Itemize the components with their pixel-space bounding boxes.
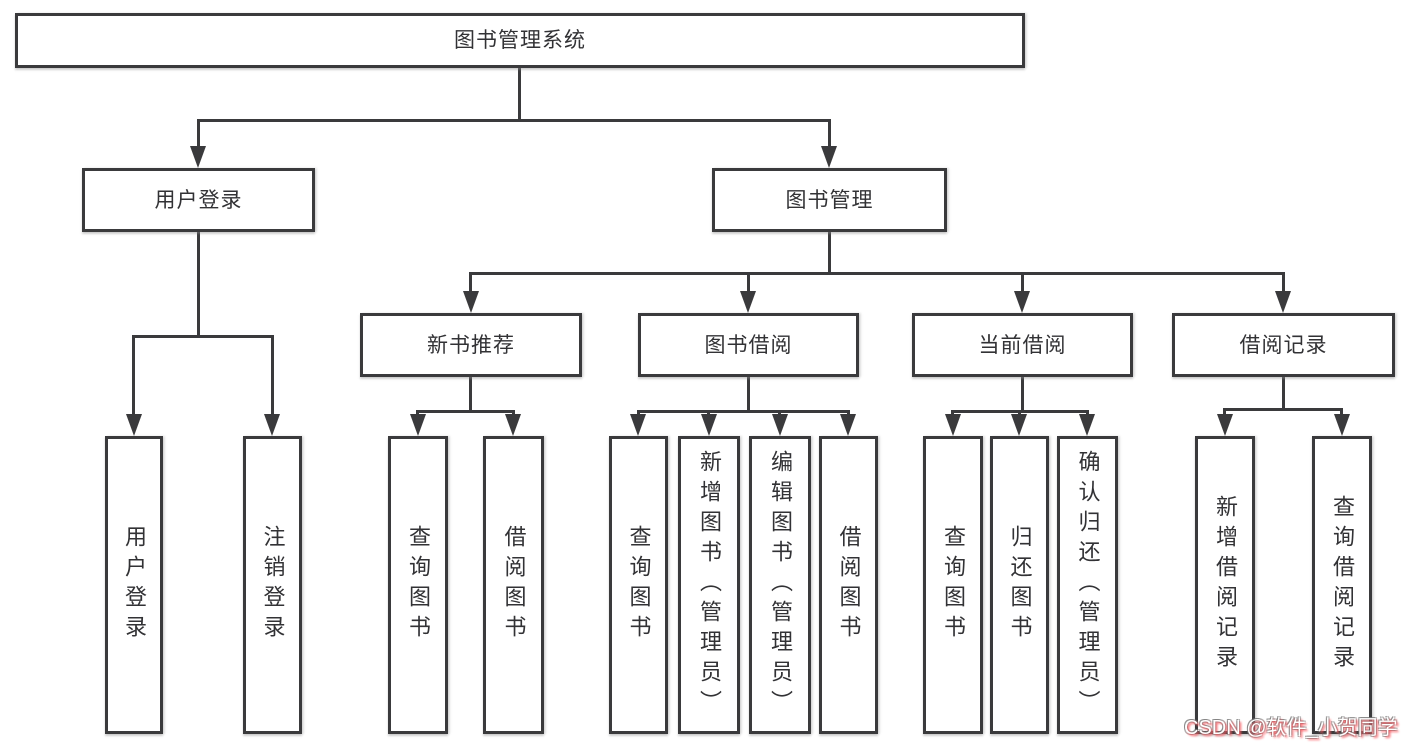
connector-line [1021,377,1024,410]
connector-line [132,335,274,338]
arrowhead [410,414,426,436]
node-label: 用户登录 [122,525,147,645]
node-label: 借阅图书 [836,525,862,645]
node-leaf-borrow-add: 新增图书（管理员） [678,436,740,734]
node-label: 用户登录 [154,188,243,212]
node-leaf-borrow-edit: 编辑图书（管理员） [749,436,811,734]
connector-line [416,410,419,417]
arrowhead [1275,291,1291,313]
node-label: 当前借阅 [978,333,1067,357]
arrowhead [1217,414,1233,436]
connector-line [1021,272,1024,293]
node-leaf-newbook-borrow: 借阅图书 [483,436,544,734]
arrowhead [840,414,856,436]
node-root: 图书管理系统 [15,13,1025,68]
connector-line [1282,272,1285,293]
node-label: 查询图书 [406,525,431,645]
node-leaf-records-query: 查询借阅记录 [1312,436,1372,734]
node-leaf-current-query: 查询图书 [923,436,983,734]
connector-line [828,232,831,272]
node-book-mgmt: 图书管理 [712,168,947,232]
node-label: 确认归还（管理员） [1075,450,1101,720]
node-label: 查询图书 [941,525,966,645]
connector-line [469,272,472,293]
node-label: 新增借阅记录 [1213,495,1238,675]
connector-line [512,410,515,417]
connector-line [707,410,710,417]
arrowhead [505,414,521,436]
arrowhead [126,414,142,436]
node-label: 图书管理系统 [454,29,586,52]
connector-line [1223,408,1226,417]
connector-line [271,335,274,416]
node-label: 新书推荐 [427,333,515,357]
node-label: 借阅记录 [1239,333,1328,357]
arrowhead [630,414,646,436]
node-label: 编辑图书（管理员） [768,450,793,720]
node-leaf-user-login: 用户登录 [105,436,163,734]
connector-line [778,410,781,417]
connector-line [1018,410,1021,417]
connector-line [1340,408,1343,417]
node-leaf-borrow-borrow: 借阅图书 [819,436,878,734]
node-user-login: 用户登录 [82,168,315,232]
node-current-borrow: 当前借阅 [912,313,1133,377]
connector-line [747,377,750,410]
node-label: 查询图书 [626,525,652,645]
connector-line [637,410,640,417]
connector-line [469,272,1284,275]
node-leaf-current-confirm: 确认归还（管理员） [1057,436,1118,734]
connector-line [847,410,850,417]
arrowhead [190,146,206,168]
node-book-borrow: 图书借阅 [638,313,859,377]
node-leaf-borrow-query: 查询图书 [609,436,668,734]
node-leaf-records-add: 新增借阅记录 [1195,436,1255,734]
arrowhead [821,146,837,168]
node-label: 注销登录 [260,525,286,645]
connector-line [518,68,521,119]
node-label: 新增图书（管理员） [697,450,722,720]
connector-line [747,272,750,293]
arrowhead [463,291,479,313]
node-label: 归还图书 [1007,525,1033,645]
connector-line [951,410,954,417]
watermark: CSDN @软件_小贺同学 [1184,717,1398,739]
node-leaf-logout: 注销登录 [243,436,302,734]
arrowhead [701,414,717,436]
arrowhead [1014,291,1030,313]
connector-line [469,377,472,410]
node-leaf-current-return: 归还图书 [990,436,1049,734]
arrowhead [1079,414,1095,436]
node-new-book-rec: 新书推荐 [360,313,582,377]
arrowhead [264,414,280,436]
connector-line [197,119,200,148]
connector-line [416,410,515,413]
arrowhead [740,291,756,313]
connector-line [1282,377,1285,408]
connector-line [828,119,831,148]
arrowhead [945,414,961,436]
arrowhead [772,414,788,436]
connector-line [197,119,831,122]
node-leaf-newbook-query: 查询图书 [388,436,448,734]
node-borrow-records: 借阅记录 [1172,313,1395,377]
node-label: 图书借阅 [704,333,793,357]
node-label: 图书管理 [785,188,874,212]
arrowhead [1011,414,1027,436]
connector-line [132,335,135,416]
connector-line [1223,408,1343,411]
node-label: 查询借阅记录 [1330,495,1355,675]
arrowhead [1334,414,1350,436]
connector-line [1086,410,1089,417]
connector-line [637,410,850,413]
connector-line [197,232,200,335]
node-label: 借阅图书 [501,525,527,645]
